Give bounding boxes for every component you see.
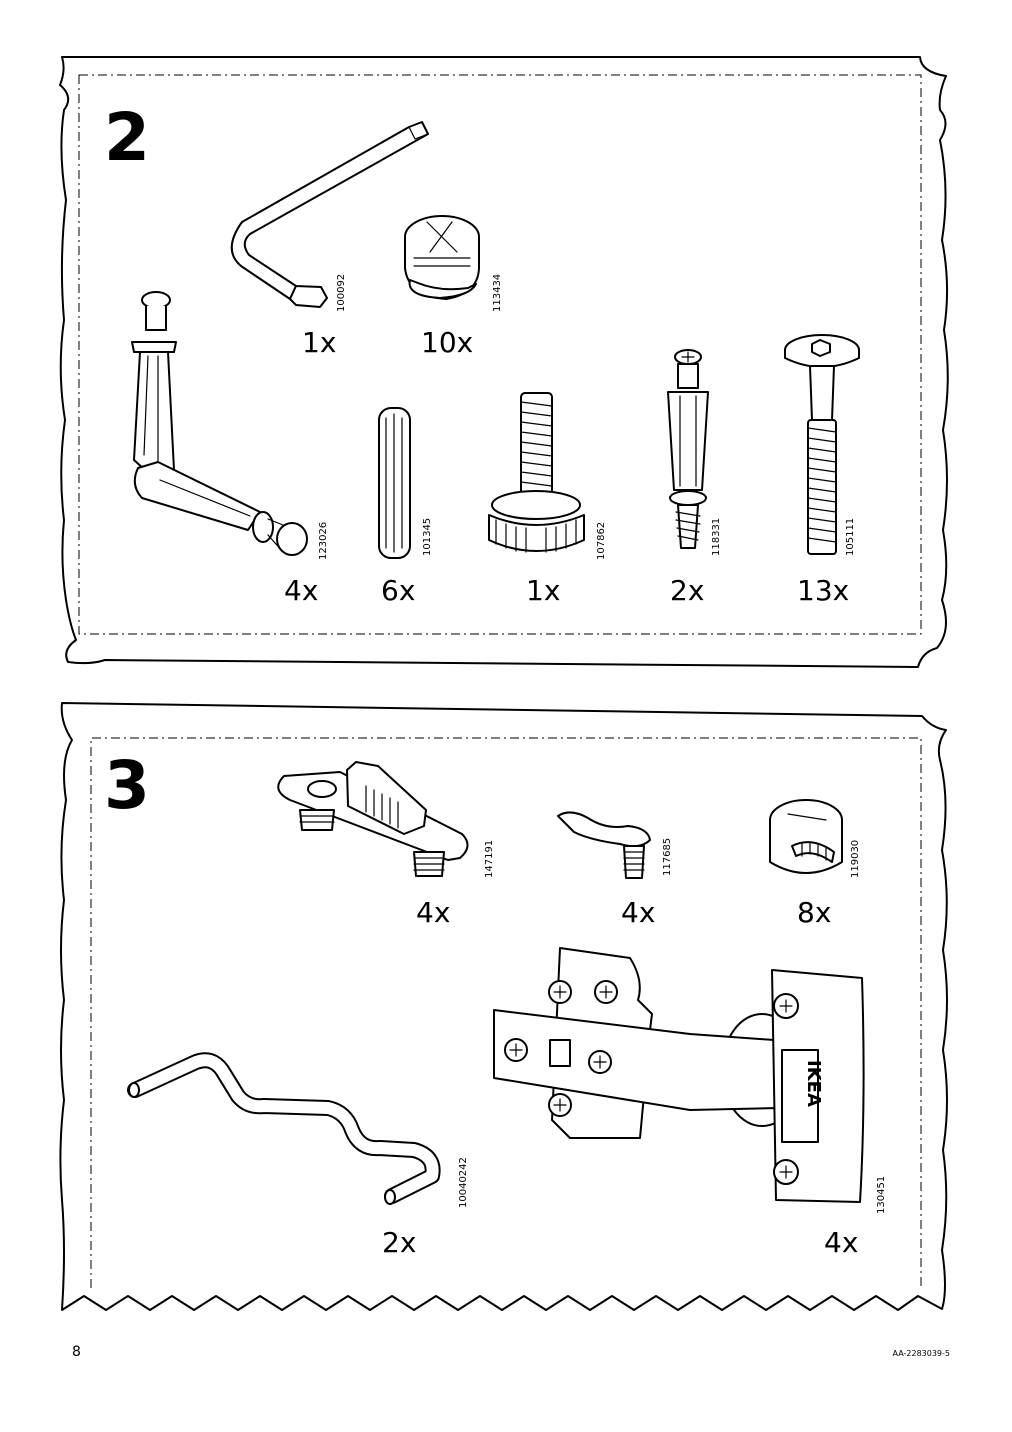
step-number: 3 [104, 747, 150, 824]
part-quantity: 2x [670, 574, 704, 607]
part-code: 119030 [850, 840, 861, 878]
part-code: 113434 [492, 274, 503, 312]
part-quantity: 1x [302, 326, 336, 359]
part-quantity: 8x [797, 896, 831, 929]
hex-bolt-icon: 105111 13x [784, 334, 860, 607]
cam-lock-icon: 119030 8x [769, 799, 861, 929]
drawer-clip-icon: 147191 4x [277, 761, 495, 929]
part-code: 100092 [336, 274, 347, 312]
part-quantity: 13x [797, 574, 849, 607]
part-code: 101345 [422, 518, 433, 556]
part-code: 10040242 [458, 1157, 469, 1208]
step-2-panel: 2 100092 1x 113434 10x [59, 56, 949, 668]
adjustable-foot-icon: 107862 1x [488, 392, 607, 607]
step-3-panel: 3 147191 4x 117685 4x [59, 702, 948, 1311]
step-number: 2 [104, 99, 150, 176]
part-code: 107862 [596, 522, 607, 560]
part-code: 147191 [484, 840, 495, 878]
part-quantity: 4x [824, 1226, 858, 1259]
connector-bolt-icon: 118331 2x [667, 349, 722, 607]
wire-rod-icon: 10040242 2x [127, 1052, 469, 1259]
brand-mark: IKEA [803, 1060, 824, 1107]
part-code: 105111 [845, 518, 856, 556]
page-number: 8 [72, 1344, 81, 1360]
part-quantity: 4x [621, 896, 655, 929]
cam-lock-icon: 113434 10x [404, 215, 503, 359]
part-quantity: 1x [526, 574, 560, 607]
part-quantity: 6x [381, 574, 415, 607]
wooden-dowel-icon: 101345 6x [378, 407, 433, 607]
cam-pin-icon: 123026 4x [131, 291, 329, 607]
part-code: 123026 [318, 522, 329, 560]
part-code: 130451 [876, 1176, 887, 1214]
part-code: 117685 [662, 838, 673, 876]
part-quantity: 10x [421, 326, 473, 359]
part-quantity: 4x [416, 896, 450, 929]
document-id: AA-2283039-5 [893, 1349, 950, 1358]
allen-key-icon: 100092 1x [230, 121, 429, 359]
part-code: 118331 [711, 518, 722, 556]
part-quantity: 2x [382, 1226, 416, 1259]
hinge-icon: IKEA 130451 4x [493, 947, 887, 1259]
part-quantity: 4x [284, 574, 318, 607]
shelf-support-icon: 117685 4x [557, 811, 673, 929]
